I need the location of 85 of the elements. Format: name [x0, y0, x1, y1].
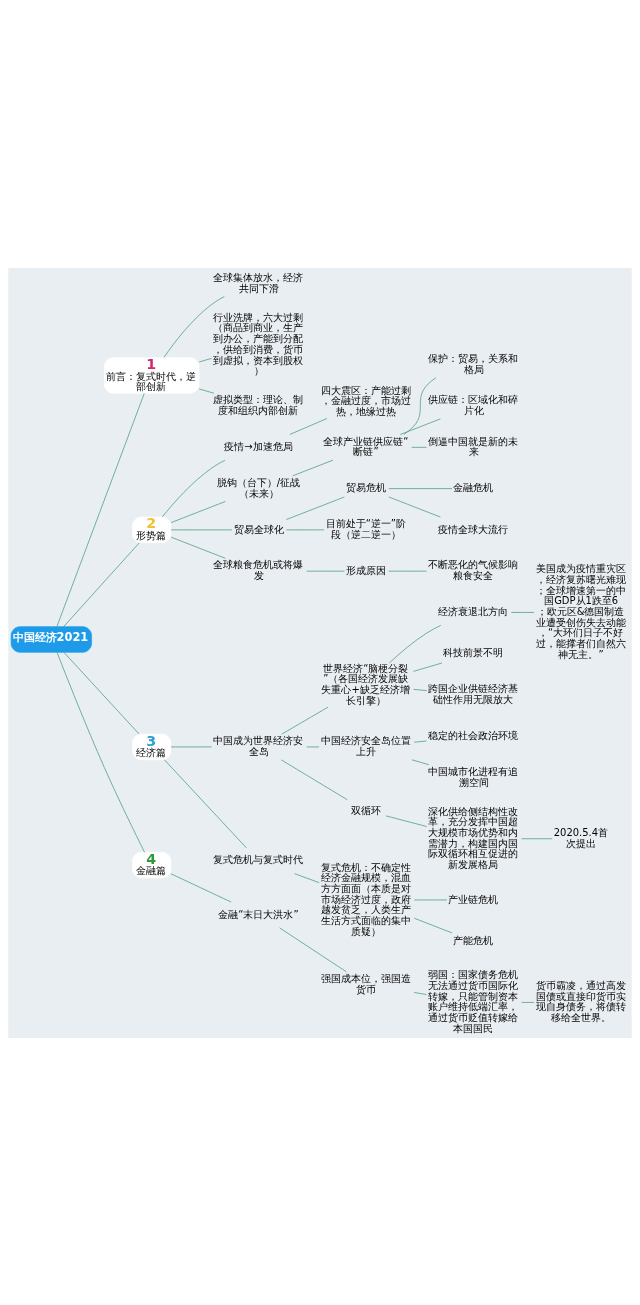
node-text: 疫情全球大流行 — [438, 523, 509, 535]
node-text: 全球产业链供应链“断链” — [323, 435, 409, 457]
node-text: 世界经济“脑梗分裂”（各国经济发展缺失重心+缺乏经济增长引擎） — [321, 662, 410, 706]
connector — [411, 446, 427, 448]
connector — [170, 500, 226, 523]
node-text: 复式危机：不确定性经济金融规模，混血方方面面（本质是对市场经济过度，政府越发贫乏，人类生产生活方式面临的集中质疑） — [320, 861, 411, 937]
node-text: 弱国：国家债务危机无法通过货币国际化转嫁，只能管制资本账户维持低端汇率，通过货币贬值转嫁给本国国民 — [428, 968, 519, 1034]
connector — [281, 706, 329, 734]
node-text: 虚拟类型：理论、制度和组织内部创新 — [213, 393, 304, 416]
node-text: 强国成本位，强国造货币 — [320, 972, 411, 995]
node-text: 复式危机与复式时代 — [213, 853, 304, 865]
node-text: 行业洗牌，六大过剩（商品到商业，生产到办公，产能到分配，供给到消费，货币到虚拟，资本到股权） — [213, 311, 304, 376]
node-text: 产能危机 — [453, 934, 494, 946]
node-text: 中国经济安全岛位置上升 — [320, 734, 411, 757]
connector — [413, 662, 443, 672]
connector — [403, 376, 437, 435]
connector — [198, 388, 215, 394]
node-text: 四大震区：产能过剩，金融过度，市场过热，地缘过热 — [320, 384, 411, 417]
node-text: 2020.5.4首次提出 — [553, 826, 609, 849]
node-text: 产业链危机 — [448, 893, 499, 905]
node-text: 贸易全球化 — [233, 523, 284, 535]
connector — [413, 899, 448, 900]
connector — [170, 529, 233, 530]
node-text: 供应链：区域化和碎片化 — [428, 393, 519, 416]
connector — [170, 746, 213, 747]
connector — [280, 759, 348, 800]
connector — [385, 815, 427, 827]
connector — [292, 459, 334, 476]
connector — [306, 570, 345, 572]
connector — [161, 459, 226, 517]
connector — [389, 624, 442, 663]
node-text: 中国城市化进程有追溯空间 — [428, 765, 519, 788]
connector — [413, 917, 453, 933]
connector — [198, 357, 212, 362]
node-text: 疫情→加速危局 — [224, 440, 293, 452]
connector — [56, 651, 145, 853]
connector — [388, 496, 441, 517]
connector — [63, 651, 140, 734]
connector — [399, 418, 441, 435]
node-text: 经济衰退北方向 — [438, 605, 509, 617]
node-text: 目前处于“逆一”阶段（逆二逆一） — [325, 517, 407, 540]
connector — [510, 611, 535, 613]
connector — [279, 926, 347, 972]
node-box: 1 前言：复式时代，逆部创新 — [104, 356, 200, 394]
node-text: 倒逼中国就是新的未来 — [428, 435, 519, 457]
connector — [63, 542, 140, 627]
connector — [294, 872, 320, 883]
connector — [163, 295, 225, 358]
connector — [56, 392, 145, 627]
node-text: 脱钩（台下）/征战（未来） — [216, 476, 301, 499]
node-text: 科技前景不明 — [443, 646, 504, 658]
connector — [413, 688, 428, 691]
node-text: 金融“末日大洪水” — [218, 908, 299, 920]
connector — [170, 536, 226, 559]
connector — [170, 872, 232, 902]
connector — [306, 746, 320, 747]
connector — [521, 1001, 535, 1003]
connector — [413, 740, 427, 743]
node-text: 金融危机 — [453, 481, 494, 493]
connector — [388, 487, 453, 489]
node-text: 跨国企业供链经济基础性作用无限放大 — [428, 682, 519, 705]
node-text: 稳定的社会政治环境 — [428, 729, 519, 741]
connector — [413, 991, 427, 995]
connector — [285, 496, 345, 520]
connector — [521, 837, 553, 839]
node-text: 不断恶化的气候影响粮食安全 — [428, 558, 519, 581]
node-text: 保护：贸易，关系和格局 — [428, 352, 519, 375]
node-box: 4 金融篇 — [132, 851, 172, 878]
connector — [163, 758, 247, 848]
node-text: 中国成为世界经济安全岛 — [213, 734, 304, 757]
node-box: 3 经济篇 — [132, 733, 172, 760]
node-box: 中国经济2021 — [10, 625, 92, 653]
node-box: 2 形势篇 — [132, 516, 172, 543]
connector — [411, 758, 430, 765]
node-text: 贸易危机 — [345, 481, 386, 493]
node-text: 双循环 — [351, 804, 382, 816]
node-text: 全球粮食危机或将爆发 — [213, 558, 304, 581]
node-text: 货币霸凌，通过高发国债或直接印货币实现自身债务，将债转移给全世界。 — [535, 979, 626, 1023]
connector — [285, 529, 325, 530]
connector — [388, 570, 427, 572]
node-text: 美国成为疫情重灾区，经济复苏曙光难现；全球增速第一的中国GDP从1跌至6；欧元区&德国制造业遭受创伤失去动能，“大环们日子不好过，能撑者们自然六神无主。” — [535, 562, 626, 660]
node-text: 形成原因 — [345, 564, 386, 576]
connector — [289, 417, 328, 435]
node-text: 深化供给侧结构性改革，充分发挥中国超大规模市场优势和内需潜力，构建国内国际双循环相互促进的新发展格局 — [428, 805, 519, 870]
node-text: 全球集体放水，经济共同下滑 — [213, 271, 304, 294]
